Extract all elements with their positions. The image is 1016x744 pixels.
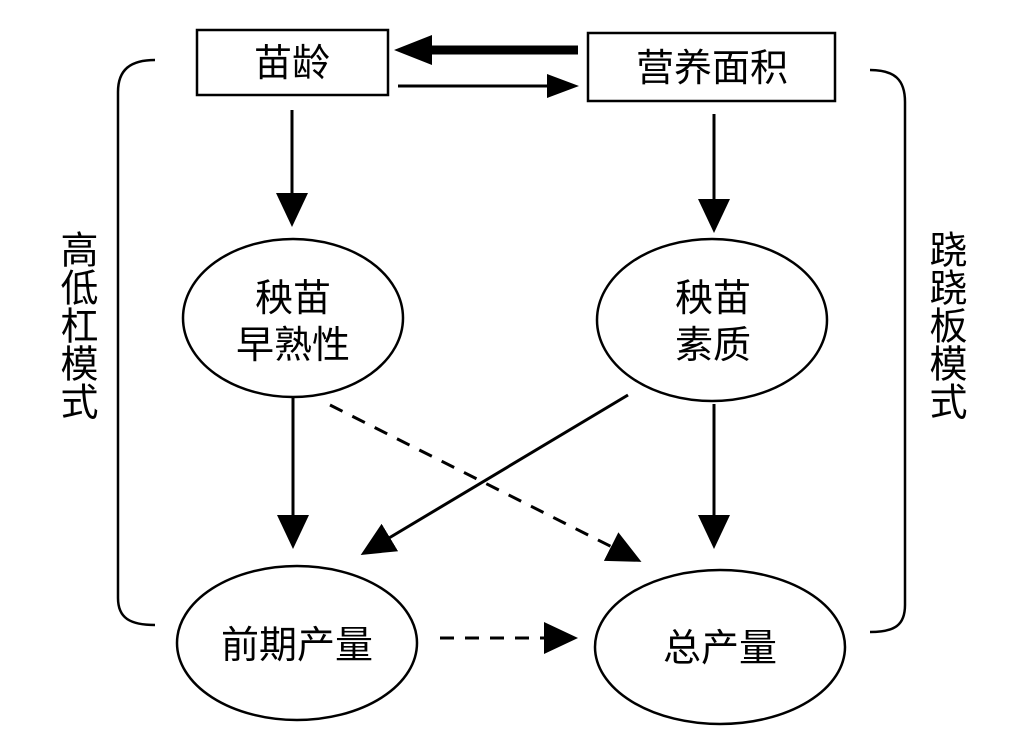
node-early-maturity: 秧苗 早熟性: [181, 237, 405, 399]
node-seedling-quality: 秧苗 素质: [595, 237, 829, 403]
left-bracket: [116, 58, 156, 627]
node-early-yield: 前期产量: [175, 564, 419, 722]
node-early-yield-label: 前期产量: [221, 623, 373, 667]
node-seedling-quality-label-line1: 秧苗: [675, 276, 751, 320]
node-early-yield-ellipse: [175, 564, 419, 722]
node-nutrition-area-box: [586, 31, 837, 103]
node-seedling-quality-ellipse: [595, 237, 829, 403]
node-nutrition-area-label: 营养面积: [636, 46, 788, 90]
right-side-label: 跷跷板模式: [923, 230, 967, 420]
dashed-arrow-early-maturity-to-total-yield: [329, 403, 642, 562]
arrow-seedling-quality-to-early-yield: [360, 393, 629, 555]
node-total-yield-label: 总产量: [663, 626, 777, 670]
node-seedling-age-label: 苗龄: [254, 41, 330, 85]
right-bracket: [869, 68, 907, 634]
node-nutrition-area: 营养面积: [586, 31, 837, 103]
node-seedling-age-box: [195, 28, 390, 97]
node-early-maturity-label-line1: 秧苗: [255, 276, 331, 320]
node-total-yield: 总产量: [593, 568, 847, 726]
node-total-yield-ellipse: [593, 568, 847, 726]
node-early-maturity-label-line2: 早熟性: [236, 323, 350, 367]
left-side-label: 高低杠模式: [54, 230, 98, 420]
node-seedling-age: 苗龄: [195, 28, 390, 97]
node-seedling-quality-label-line2: 素质: [675, 323, 751, 367]
